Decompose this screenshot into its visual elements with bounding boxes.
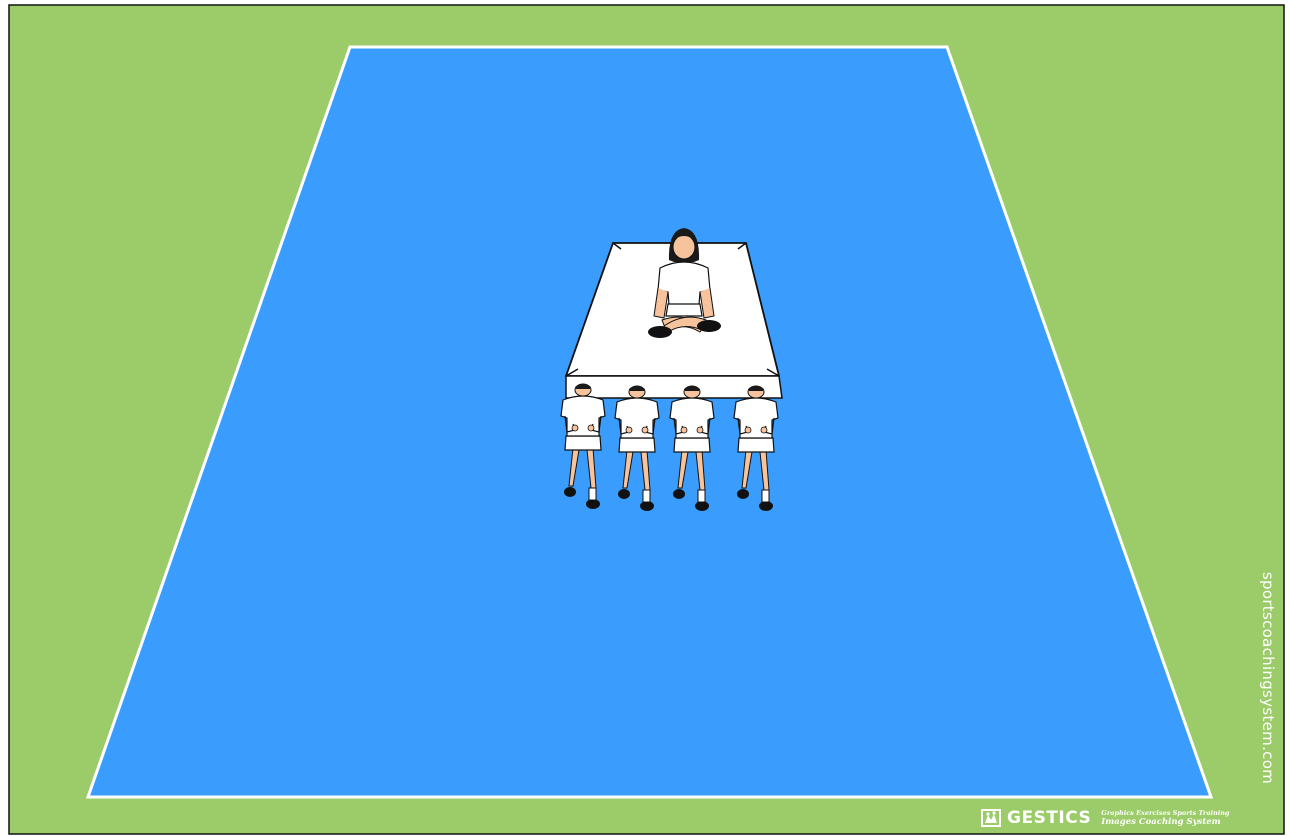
brand-tagline: Graphics Exercises Sports Training Image… — [1101, 809, 1229, 827]
brand-name: GESTICS — [1007, 808, 1092, 828]
brand-tagline-line1: Graphics Exercises Sports Training — [1101, 809, 1230, 817]
gestics-logo-icon — [981, 809, 1001, 827]
brand-logo-block: GESTICS Graphics Exercises Sports Traini… — [981, 807, 1229, 829]
site-watermark: sportscoachingsystem.com — [1259, 571, 1277, 785]
brand-tagline-line2: Images Coaching System — [1101, 817, 1221, 827]
seated-player-icon — [648, 228, 721, 338]
